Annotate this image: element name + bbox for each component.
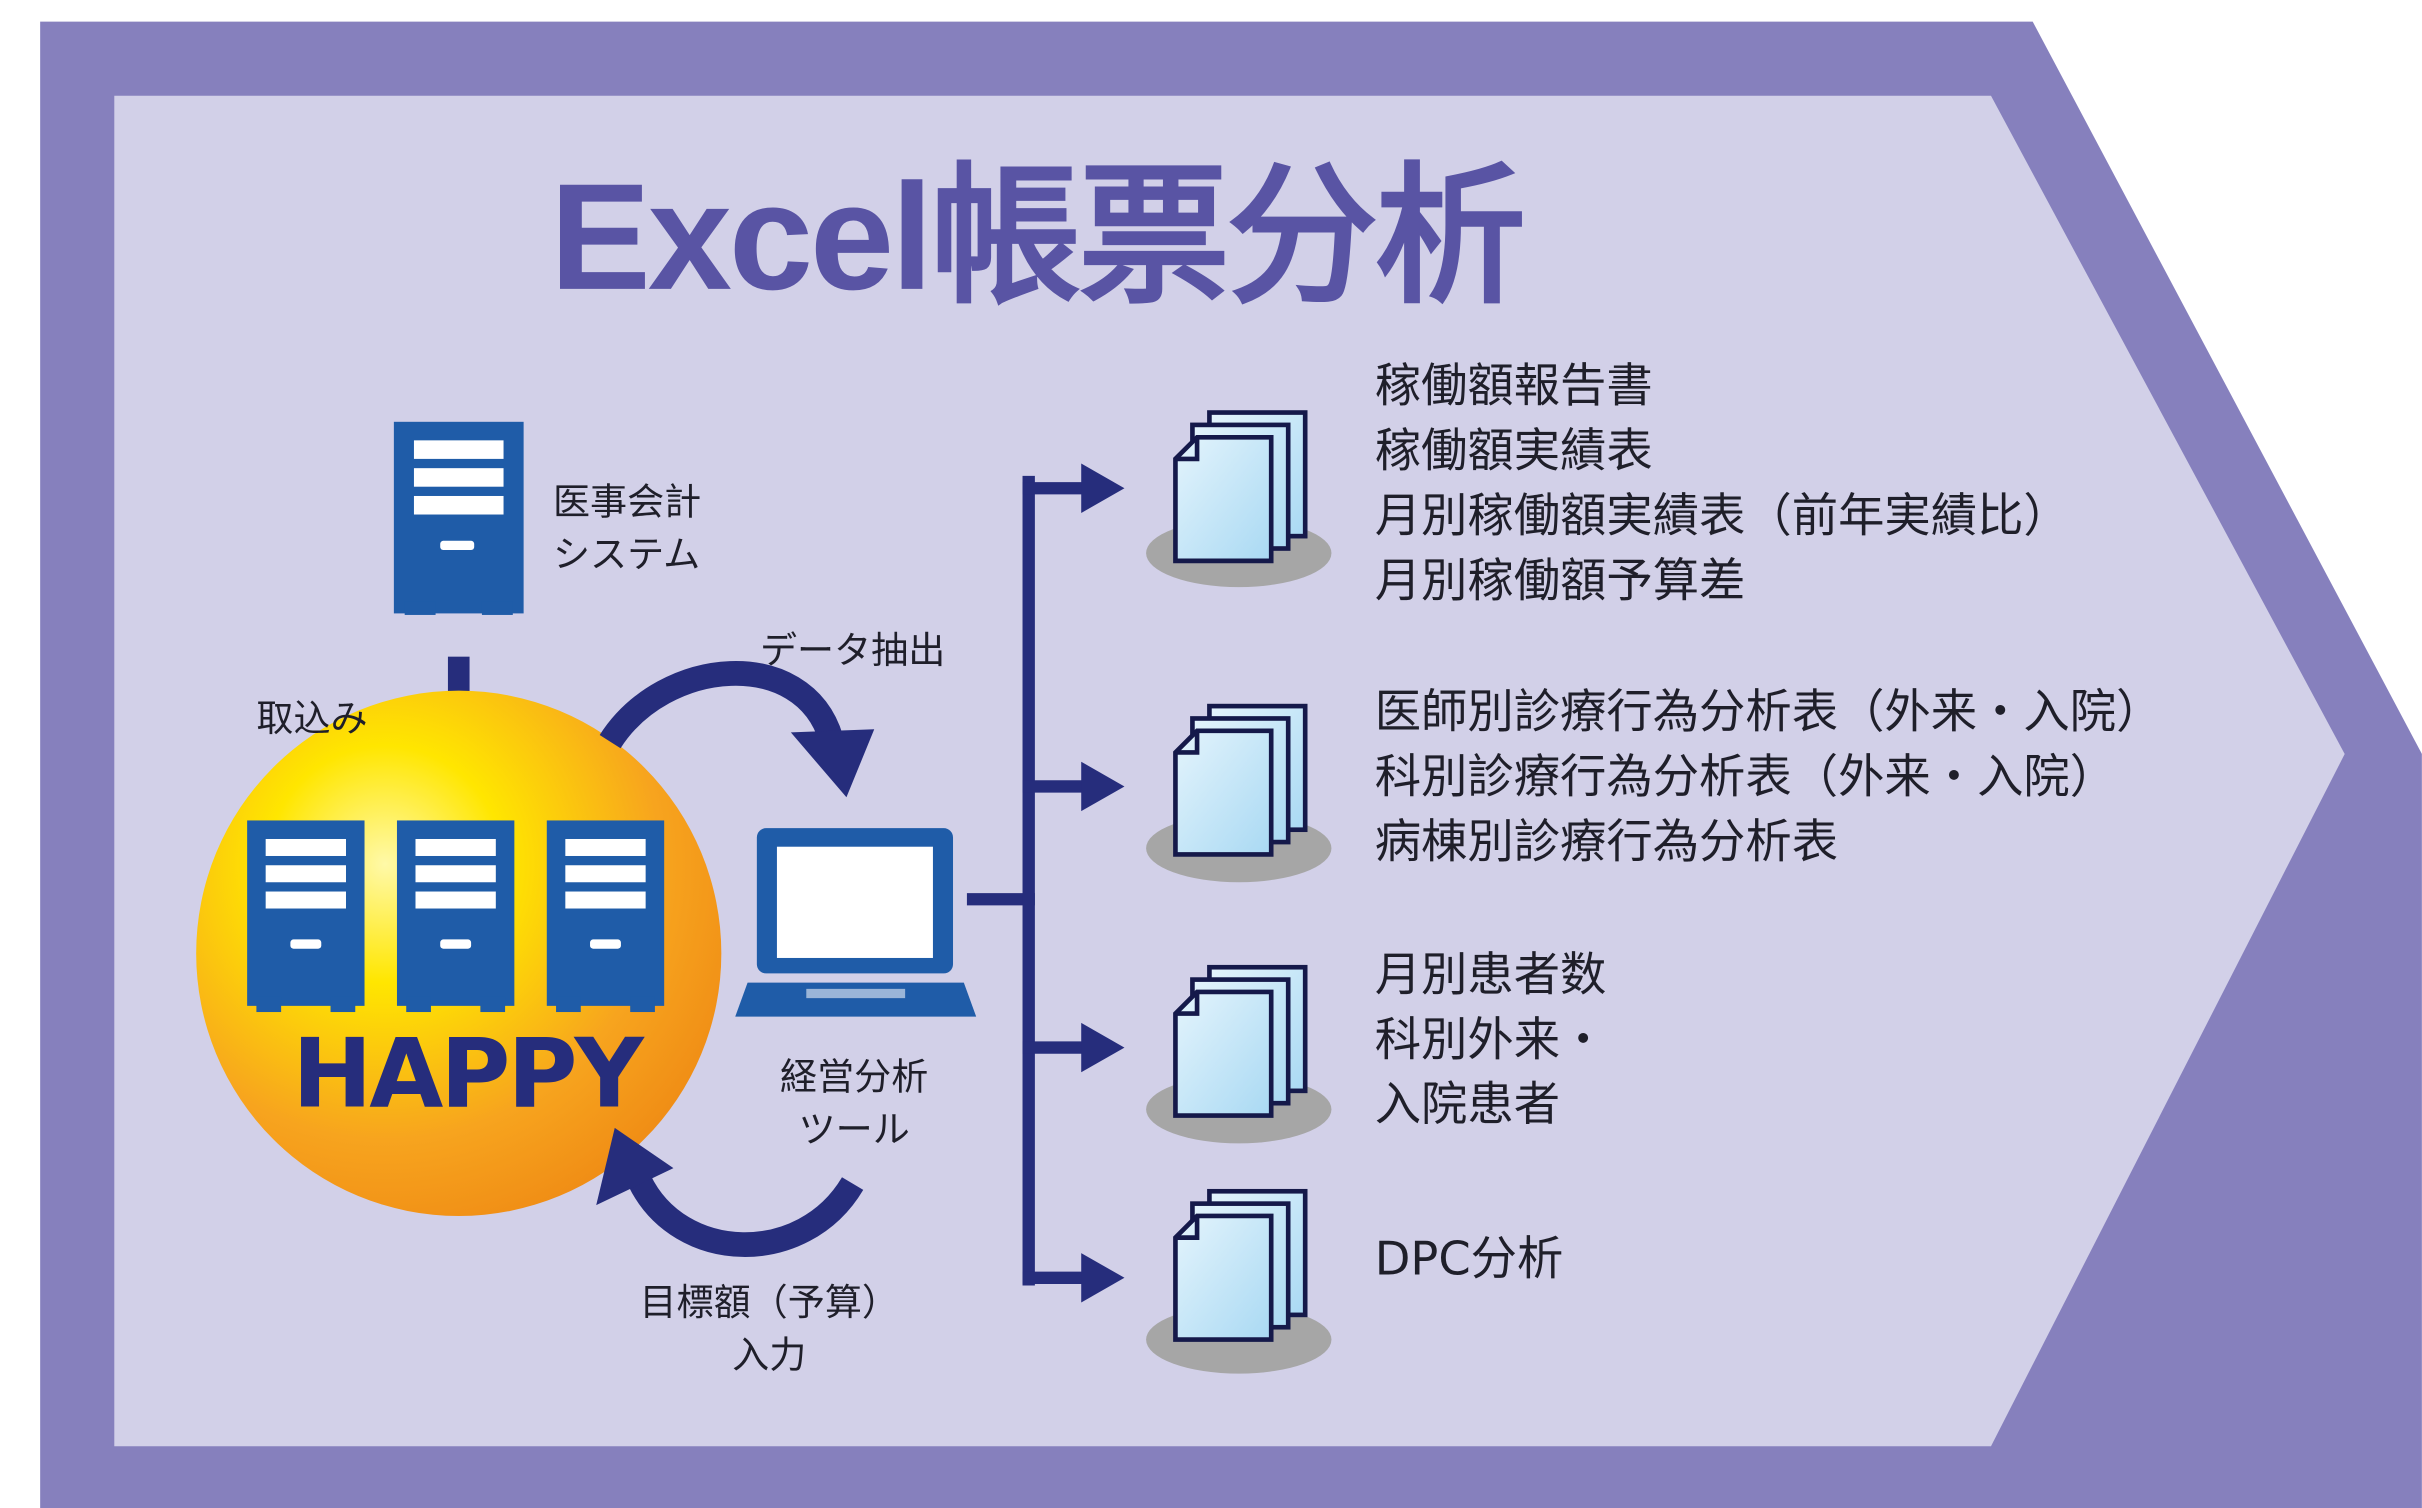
medical-accounting-server-icon <box>393 421 524 615</box>
analysis-tool-label-line: ツール <box>798 1107 910 1152</box>
happy-server-icon <box>396 820 515 1013</box>
import-label: 取込み <box>256 696 368 741</box>
report-title: 科別外来・ <box>1374 1013 1607 1068</box>
source-system-label: 医事会計 システム <box>553 476 701 581</box>
report-title: 月別患者数 <box>1374 948 1607 1003</box>
report-title: 科別診療行為分析表（外来・入院） <box>1374 750 2117 805</box>
report-group-revenue: 稼働額報告書 稼働額実績表 月別稼働額実績表（前年実績比） 月別稼働額予算差 <box>1375 355 2070 615</box>
document-stack-icon <box>1146 1188 1332 1374</box>
document-stack-icon <box>1146 703 1332 883</box>
report-group-procedures: 医師別診療行為分析表（外来・入院） 科別診療行為分析表（外来・入院） 病棟別診療… <box>1375 681 2163 876</box>
analysis-tool-label: 経営分析 ツール <box>741 1051 967 1156</box>
report-title: 病棟別診療行為分析表 <box>1374 815 1839 870</box>
budget-input-label: 目標額（予算） 入力 <box>630 1276 908 1381</box>
report-title: 月別稼働額予算差 <box>1374 554 1746 609</box>
analysis-tool-label-line: 経営分析 <box>780 1055 929 1099</box>
report-title: 稼働額報告書 <box>1374 360 1653 415</box>
laptop-icon <box>735 828 977 1017</box>
branch-arrowheads <box>1081 463 1125 1303</box>
report-title: 稼働額実績表 <box>1374 424 1653 479</box>
report-group-patients: 月別患者数 科別外来・ 入院患者 <box>1375 944 1607 1139</box>
report-group-dpc: DPC分析 <box>1375 1228 1564 1293</box>
report-title: 入院患者 <box>1374 1078 1561 1133</box>
document-stack-icon <box>1146 410 1332 588</box>
happy-logo-text: HAPPY <box>292 1016 644 1130</box>
report-title: 医師別診療行為分析表（外来・入院） <box>1374 686 2163 741</box>
happy-server-icon <box>247 820 365 1013</box>
data-extract-label: データ抽出 <box>759 628 946 673</box>
happy-server-icon <box>546 820 665 1013</box>
budget-input-label-line: 目標額（予算） <box>639 1280 899 1325</box>
report-title: 月別稼働額実績表（前年実績比） <box>1374 489 2070 544</box>
document-stack-icon <box>1146 964 1332 1144</box>
source-system-label-line: システム <box>552 533 701 577</box>
source-system-label-line: 医事会計 <box>552 480 702 524</box>
report-title: DPC分析 <box>1374 1232 1564 1288</box>
output-branch-lines <box>966 475 1091 1286</box>
budget-input-arrow-icon <box>596 1127 864 1257</box>
budget-input-label-line: 入力 <box>732 1333 807 1377</box>
page-title: Excel帳票分析 <box>549 151 1526 322</box>
